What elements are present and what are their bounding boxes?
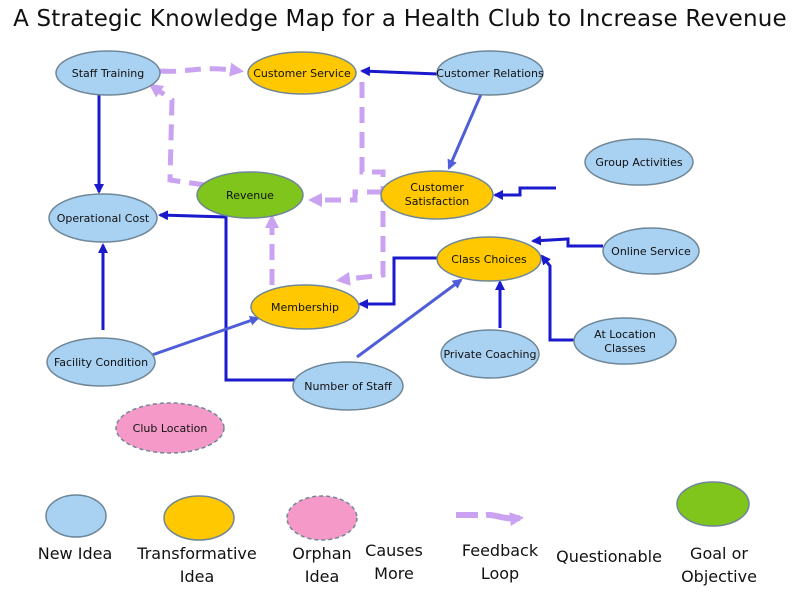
node-group-activities[interactable]: Group Activities	[584, 138, 694, 186]
legend-orphan-idea: Orphan Idea	[286, 495, 358, 586]
feedback-edges	[148, 62, 386, 286]
legend-label-line-1: Goal or	[690, 544, 748, 563]
node-customer-satisfaction[interactable]: Customer Satisfaction	[380, 170, 494, 220]
edge-at-location-classes-class-choices	[540, 254, 575, 342]
legend-label-line-1: Transformative	[136, 544, 256, 563]
legend-label-line-2: Loop	[481, 564, 519, 583]
edge-customer-service-membership	[336, 82, 386, 286]
edge-incoming-customer-satisfaction	[493, 186, 556, 200]
node-label: Customer Relations	[436, 67, 544, 80]
legend-label-line-1: Causes	[365, 541, 423, 560]
node-label: Group Activities	[595, 156, 682, 169]
causes-more-edges	[94, 66, 603, 382]
legend-causes-more: Causes More	[365, 541, 423, 583]
edge-customer-relations-customer-service	[360, 66, 439, 77]
node-label: Staff Training	[72, 67, 145, 80]
edge-staff-training-customer-service	[159, 62, 244, 77]
node-label: Private Coaching	[443, 348, 536, 361]
node-club-location[interactable]: Club Location	[115, 402, 225, 454]
legend-swatch	[676, 481, 750, 527]
node-label-line-1: At Location	[594, 328, 656, 341]
legend-questionable: Questionable	[556, 547, 662, 566]
node-label-line-2: Classes	[604, 342, 646, 355]
legend-label: New Idea	[38, 544, 113, 563]
legend-label-line-1: Feedback	[462, 541, 539, 560]
node-label: Membership	[271, 301, 339, 314]
legend-goal: Goal or Objective	[676, 481, 757, 586]
edge-customer-satisfaction-revenue	[308, 189, 383, 207]
node-revenue[interactable]: Revenue	[196, 171, 304, 219]
node-number-of-staff[interactable]: Number of Staff	[292, 361, 404, 411]
edge-class-choices-membership	[358, 256, 438, 309]
node-staff-training[interactable]: Staff Training	[55, 50, 161, 96]
node-class-choices[interactable]: Class Choices	[436, 236, 542, 282]
legend-label-line-2: Idea	[180, 567, 215, 586]
edge-facility-condition-membership	[151, 315, 260, 357]
legend-label-line-1: Orphan	[292, 544, 351, 563]
node-label: Number of Staff	[304, 380, 392, 393]
edge-number-of-staff-class-choices	[356, 278, 463, 359]
legend-swatch	[163, 495, 235, 541]
legend-swatch	[456, 515, 520, 519]
node-membership[interactable]: Membership	[250, 284, 360, 330]
legend-swatch	[45, 494, 107, 538]
node-at-location-classes[interactable]: At Location Classes	[573, 317, 677, 365]
legend-label: Questionable	[556, 547, 662, 566]
node-label: Online Service	[611, 245, 691, 258]
node-label: Facility Condition	[54, 356, 148, 369]
edge-customer-relations-customer-satisfaction	[447, 91, 484, 170]
node-facility-condition[interactable]: Facility Condition	[46, 337, 156, 387]
legend-feedback-loop: Feedback Loop	[456, 515, 539, 583]
legend-new-idea: New Idea	[38, 494, 113, 563]
node-operational-cost[interactable]: Operational Cost	[48, 193, 158, 243]
edge-number-of-staff-operational-cost	[158, 210, 295, 382]
legend-swatch	[286, 495, 358, 541]
node-label: Revenue	[226, 189, 274, 202]
legend-label-line-2: Idea	[305, 567, 340, 586]
node-customer-relations[interactable]: Customer Relations	[436, 50, 544, 96]
node-label: Operational Cost	[57, 212, 150, 225]
node-label: Class Choices	[451, 253, 527, 266]
node-private-coaching[interactable]: Private Coaching	[440, 329, 540, 379]
page-title: A Strategic Knowledge Map for a Health C…	[13, 6, 787, 32]
legend-transformative-idea: Transformative Idea	[136, 495, 257, 586]
node-label-line-1: Customer	[410, 181, 464, 194]
questionable-edges	[151, 91, 484, 359]
node-label-line-2: Satisfaction	[405, 195, 470, 208]
legend-label-line-2: Objective	[681, 567, 757, 586]
edge-revenue-staff-training	[148, 83, 206, 188]
node-online-service[interactable]: Online Service	[602, 227, 700, 275]
node-label: Customer Service	[253, 67, 351, 80]
node-label: Club Location	[133, 422, 208, 435]
node-customer-service[interactable]: Customer Service	[247, 51, 357, 95]
legend-label-line-2: More	[374, 564, 414, 583]
nodes: Staff Training Customer Service Customer…	[46, 50, 700, 454]
edge-online-service-class-choices	[531, 235, 603, 248]
legend: New Idea Transformative Idea Orphan Idea…	[38, 481, 757, 586]
